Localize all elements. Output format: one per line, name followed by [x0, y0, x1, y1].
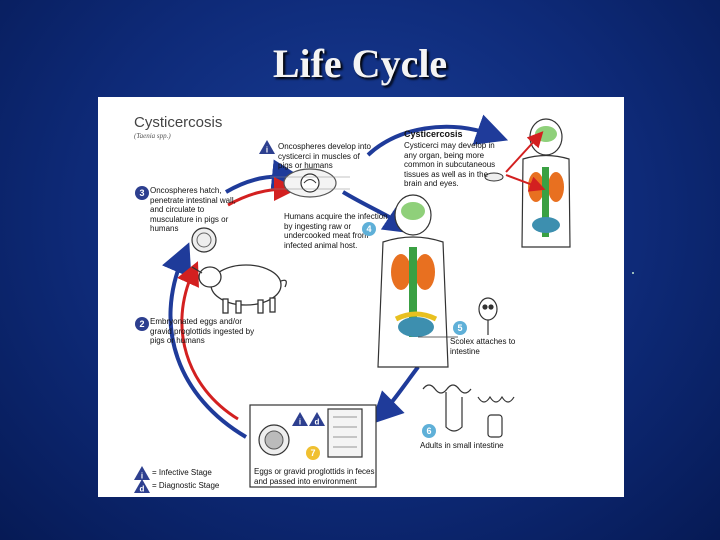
svg-text:d: d [315, 418, 320, 427]
cysticercosis-text: Cysticerci may develop in any organ, bei… [404, 141, 496, 188]
step7-number: 7 [306, 446, 320, 460]
human-body-right [484, 118, 571, 248]
diagram-graphics [161, 114, 571, 488]
legend-diagnostic-symbol: d [140, 485, 145, 494]
step2-number: 2 [135, 317, 149, 331]
human-body-center [377, 194, 449, 368]
cycle-arrow-blue-left [161, 242, 248, 439]
slide-title: Life Cycle [272, 41, 448, 86]
step7-text: Eggs or gravid proglottids in feces and … [254, 467, 375, 486]
step4-text: Humans acquire the infection by ingestin… [284, 212, 388, 250]
step6-text: Adults in small intestine [420, 441, 504, 450]
step1-text: Oncospheres develop into cysticerci in m… [278, 142, 371, 170]
adult-worms [422, 384, 515, 438]
step3-number: 3 [135, 186, 149, 200]
legend-infective-icon: i [134, 466, 150, 481]
diagram-title: Cysticercosis [134, 114, 223, 131]
step6-number: 6 [422, 424, 436, 438]
step5-text: Scolex attaches to intestine [450, 337, 516, 356]
legend-diagnostic-label: = Diagnostic Stage [152, 481, 220, 490]
cycle-arrow-red-left [177, 261, 239, 421]
infective-stage-icon: i [259, 140, 275, 155]
cycle-arrow-to-cysticercosis [366, 114, 509, 157]
decorative-dot [632, 272, 634, 274]
svg-text:i: i [266, 146, 268, 155]
step5-number: 5 [453, 321, 467, 335]
box-diagnostic-icon: d [309, 412, 325, 427]
legend-infective-symbol: i [141, 472, 143, 481]
legend-diagnostic-icon: d [134, 479, 150, 494]
cycle-arrow-blue-top [224, 159, 304, 194]
svg-text:i: i [299, 418, 301, 427]
step3-text: Oncospheres hatch, penetrate intestinal … [150, 186, 236, 233]
cysticercosis-heading: Cysticercosis [404, 129, 463, 139]
lifecycle-diagram: Cysticercosis (Taenia spp.) i Oncosphere… [98, 97, 624, 497]
box-infective-icon: i [292, 412, 308, 427]
cycle-arrow-down [370, 365, 420, 425]
legend-infective-label: = Infective Stage [152, 468, 212, 477]
pig-illustration [191, 264, 287, 314]
scolex-illustration [478, 297, 498, 335]
step2-text: Embryonated eggs and/or gravid proglotti… [150, 317, 255, 345]
step4-number: 4 [362, 222, 376, 236]
diagram-subtitle: (Taenia spp.) [134, 132, 171, 140]
